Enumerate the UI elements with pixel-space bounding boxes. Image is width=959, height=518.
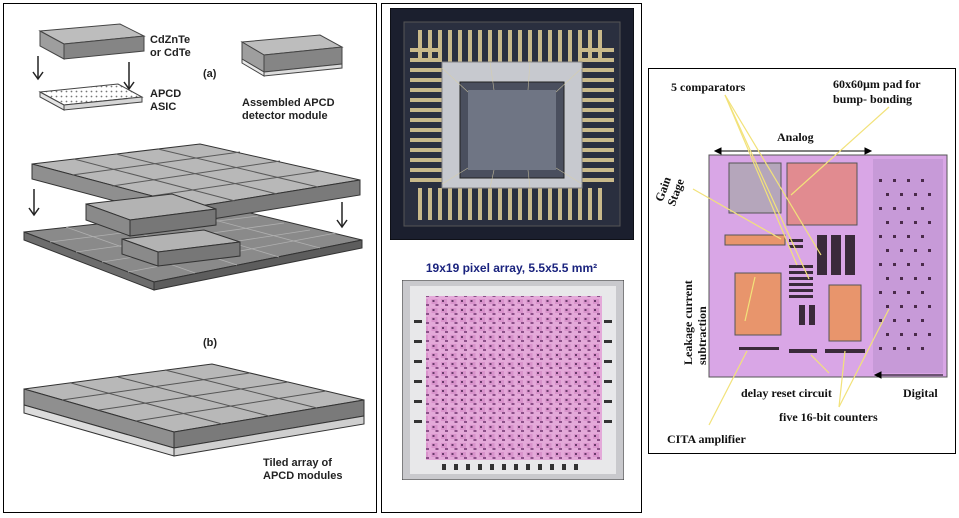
right-panel: 5 comparators 60x60µm pad for bump- bond… [648,68,956,454]
pixel-array-photo [402,280,624,480]
pad-label: 60x60µm pad for bump- bonding [833,77,921,106]
asic-sheet [38,83,144,111]
analog-label: Analog [777,130,814,144]
leader-lines [692,94,890,426]
digital-cells [879,179,931,350]
label-a: (a) [203,68,217,80]
array-caption: 19x19 pixel array, 5.5x5.5 mm² [425,261,598,275]
module-assembly-illustration [23,23,365,457]
middle-panel: 19x19 pixel array, 5.5x5.5 mm² [381,3,642,513]
cita-label: CITA amplifier [667,432,746,446]
counters-label: five 16-bit counters [779,410,878,424]
down-arrow-icon [28,189,348,229]
tiled-array [23,363,365,457]
cdznte-block [38,23,146,60]
io-pads [414,320,612,470]
bond-wires [441,61,583,189]
assembled-module [240,34,344,77]
analog-span-arrow [713,147,873,155]
comparators-label: 5 comparators [671,80,746,94]
tiled-label: Tiled array of APCD modules [263,457,343,482]
digital-label: Digital [903,386,938,400]
down-arrow-icon [32,56,135,91]
digital-span-arrow [873,371,943,379]
assembled-label: Assembled APCD detector module [242,97,335,122]
left-panel: CdZnTe or CdTe APCD ASIC (a) Assembled A… [3,3,377,513]
chip-package-photo [390,8,634,240]
leakage-label: Leakage current subtraction [681,280,709,365]
material-label: CdZnTe or CdTe [150,34,191,59]
tiles-layer [31,143,361,267]
delay-label: delay reset circuit [741,386,832,400]
label-b: (b) [203,337,218,349]
pixel-layout-photo [692,94,948,426]
asic-label: APCD ASIC [150,88,182,113]
pins [410,30,614,220]
